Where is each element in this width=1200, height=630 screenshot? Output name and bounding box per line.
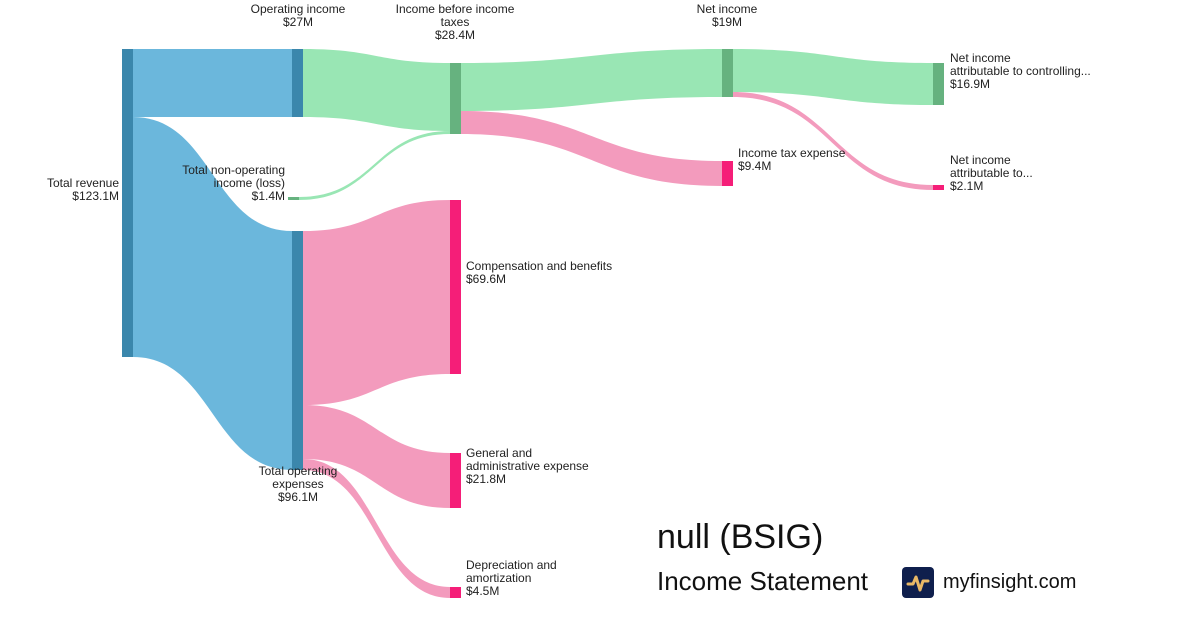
link-total-operating-expensesto-general-and-administrative-expense (303, 405, 450, 508)
node-income-tax (722, 161, 733, 186)
link-total-revenueto-total-operating-expenses (133, 117, 292, 470)
label-income-tax: Income tax expense$9.4M (738, 146, 846, 173)
label-operating-income: Operating income$27M (250, 2, 346, 29)
node-compensation (450, 200, 461, 374)
link-net-incometo-net-income-attributable-to- (733, 92, 933, 190)
brand-name: myfinsight.com (943, 571, 1077, 593)
link-total-non-operating-income-loss-to-income-before-income-taxes (299, 131, 450, 200)
node-non-operating (288, 197, 299, 200)
node-general-admin (450, 453, 461, 508)
node-income-before-taxes (450, 63, 461, 134)
page-subtitle: Income Statement (657, 566, 868, 596)
node-depreciation (450, 587, 461, 598)
page-title: null (BSIG) (657, 518, 824, 556)
label-net-income: Net income$19M (696, 2, 758, 29)
node-net-income (722, 49, 733, 97)
node-ni-noncontrolling (933, 185, 944, 190)
node-total-opex (292, 231, 303, 470)
link-income-before-income-taxesto-net-income (461, 49, 722, 111)
node-ni-controlling (933, 63, 944, 105)
node-operating-income (292, 49, 303, 117)
myfinsight-logo-icon (902, 567, 934, 598)
label-compensation: Compensation and benefits$69.6M (466, 259, 613, 286)
link-total-revenueto-operating-income (133, 49, 292, 117)
link-net-incometo-net-income-attributable-to-controlling- (733, 49, 933, 105)
link-income-before-income-taxesto-income-tax-expense (461, 111, 722, 186)
link-total-operating-expensesto-depreciation-and-amortization (303, 459, 450, 598)
link-operating-incometo-income-before-income-taxes (303, 49, 450, 131)
link-total-operating-expensesto-compensation-and-benefits (303, 200, 450, 405)
label-total-revenue: Total revenue$123.1M (46, 176, 119, 203)
node-total-revenue (122, 49, 133, 357)
